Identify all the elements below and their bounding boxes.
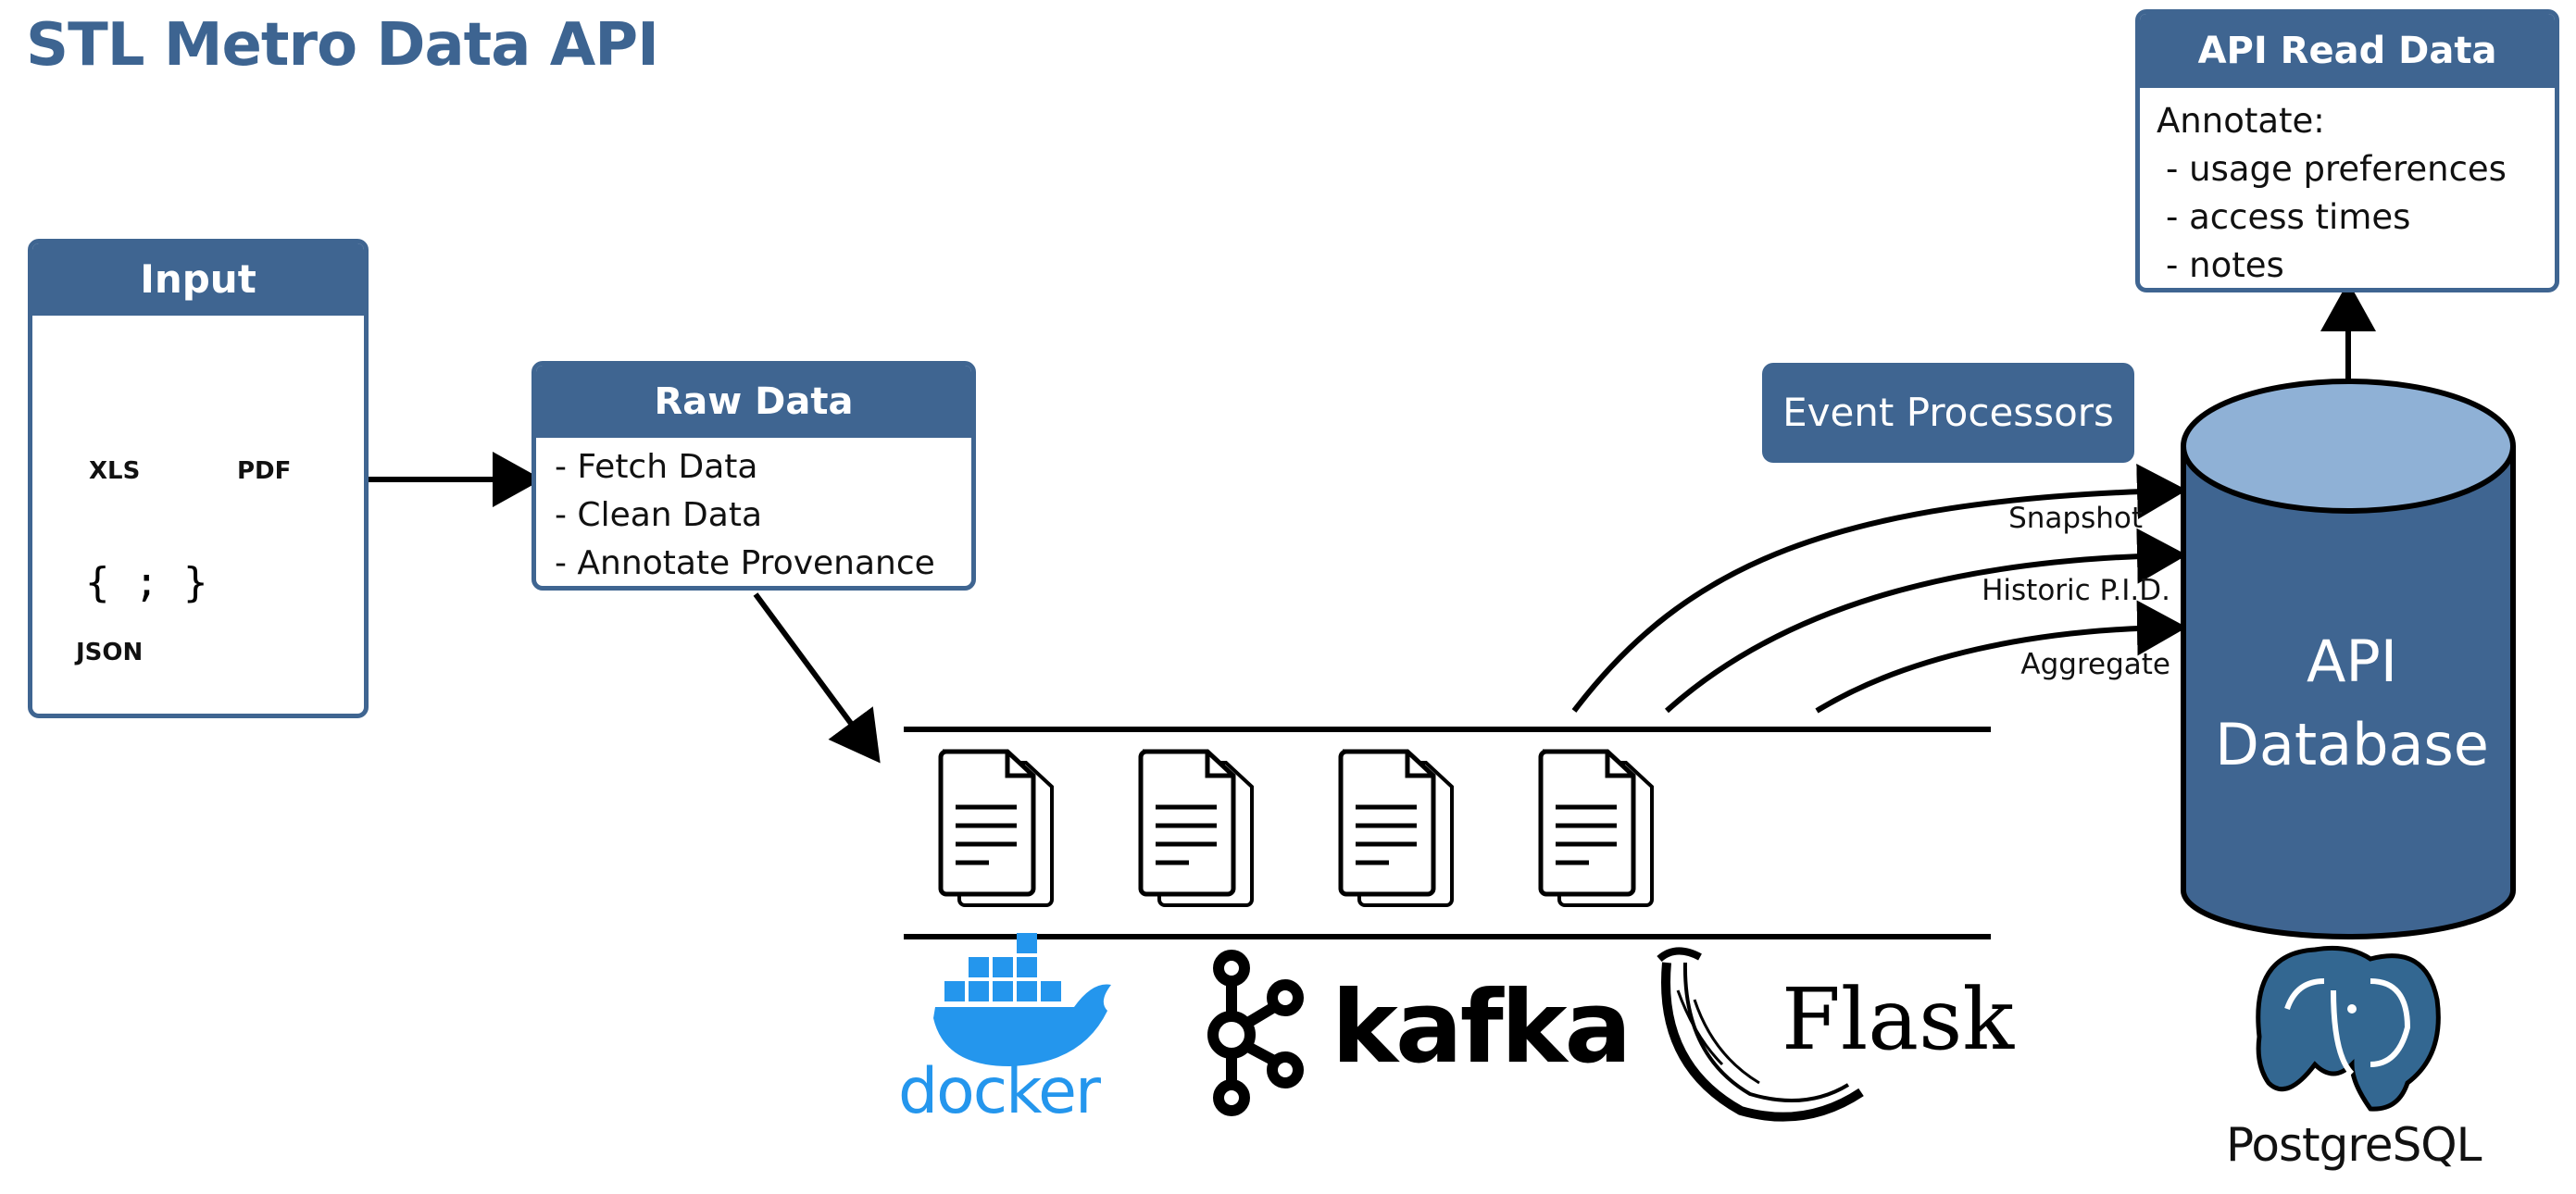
raw-item-provenance: - Annotate Provenance xyxy=(555,544,935,582)
xls-file-label: XLS xyxy=(89,457,141,485)
json-file-label: JSON xyxy=(76,639,144,666)
raw-item-clean: - Clean Data xyxy=(555,496,762,534)
queue-document-icon xyxy=(941,752,1052,905)
docker-logo-icon xyxy=(933,933,1111,1066)
flask-logo-icon xyxy=(1657,947,1864,1122)
api-read-item: - access times xyxy=(2166,197,2411,237)
raw-data-processors-title: Raw Data Processors xyxy=(536,366,971,495)
docker-wordmark: docker xyxy=(898,1055,1101,1128)
flow-historic-curve xyxy=(1664,528,2187,714)
arrow-raw-to-queue xyxy=(753,592,881,764)
database-label-line1: API xyxy=(2306,628,2398,695)
input-panel: Input xyxy=(28,239,369,718)
kafka-wordmark: kafka xyxy=(1332,970,1632,1086)
raw-data-processors-panel: Raw Data Processors - Fetch Data - Clean… xyxy=(531,361,976,591)
flow-label-historic: Historic P.I.D. xyxy=(1982,574,2170,607)
postgres-logo-icon xyxy=(2256,945,2441,1112)
flask-wordmark: Flask xyxy=(1782,970,2015,1069)
pdf-file-label: PDF xyxy=(237,457,292,485)
database-cylinder xyxy=(2181,379,2516,939)
flow-snapshot-curve xyxy=(1571,464,2187,713)
queue-document-icon xyxy=(1341,752,1452,905)
flow-label-snapshot: Snapshot xyxy=(2008,502,2143,535)
flow-label-aggregate: Aggregate xyxy=(2020,648,2170,681)
page-title: STL Metro Data API xyxy=(26,11,659,80)
queue-document-icon xyxy=(1141,752,1252,905)
queue-document-icon xyxy=(1541,752,1652,905)
input-title: Input xyxy=(32,243,364,316)
api-read-data-panel: API Read Data Annotate: - usage preferen… xyxy=(2135,9,2559,292)
database-label-line2: Database xyxy=(2215,711,2489,778)
api-read-data-title: API Read Data xyxy=(2140,14,2555,88)
database-label: API Database xyxy=(2185,620,2519,787)
postgres-wordmark: PostgreSQL xyxy=(2226,1118,2482,1172)
flow-aggregate-curve xyxy=(1815,600,2187,714)
api-read-item: - notes xyxy=(2166,245,2284,285)
api-read-item: - usage preferences xyxy=(2166,149,2507,189)
event-processors-label: Event Processors xyxy=(1762,363,2134,463)
json-glyph: { ; } xyxy=(85,559,208,606)
raw-item-fetch: - Fetch Data xyxy=(555,448,758,486)
api-read-item: Annotate: xyxy=(2157,101,2325,141)
kafka-logo-icon xyxy=(1207,950,1304,1116)
